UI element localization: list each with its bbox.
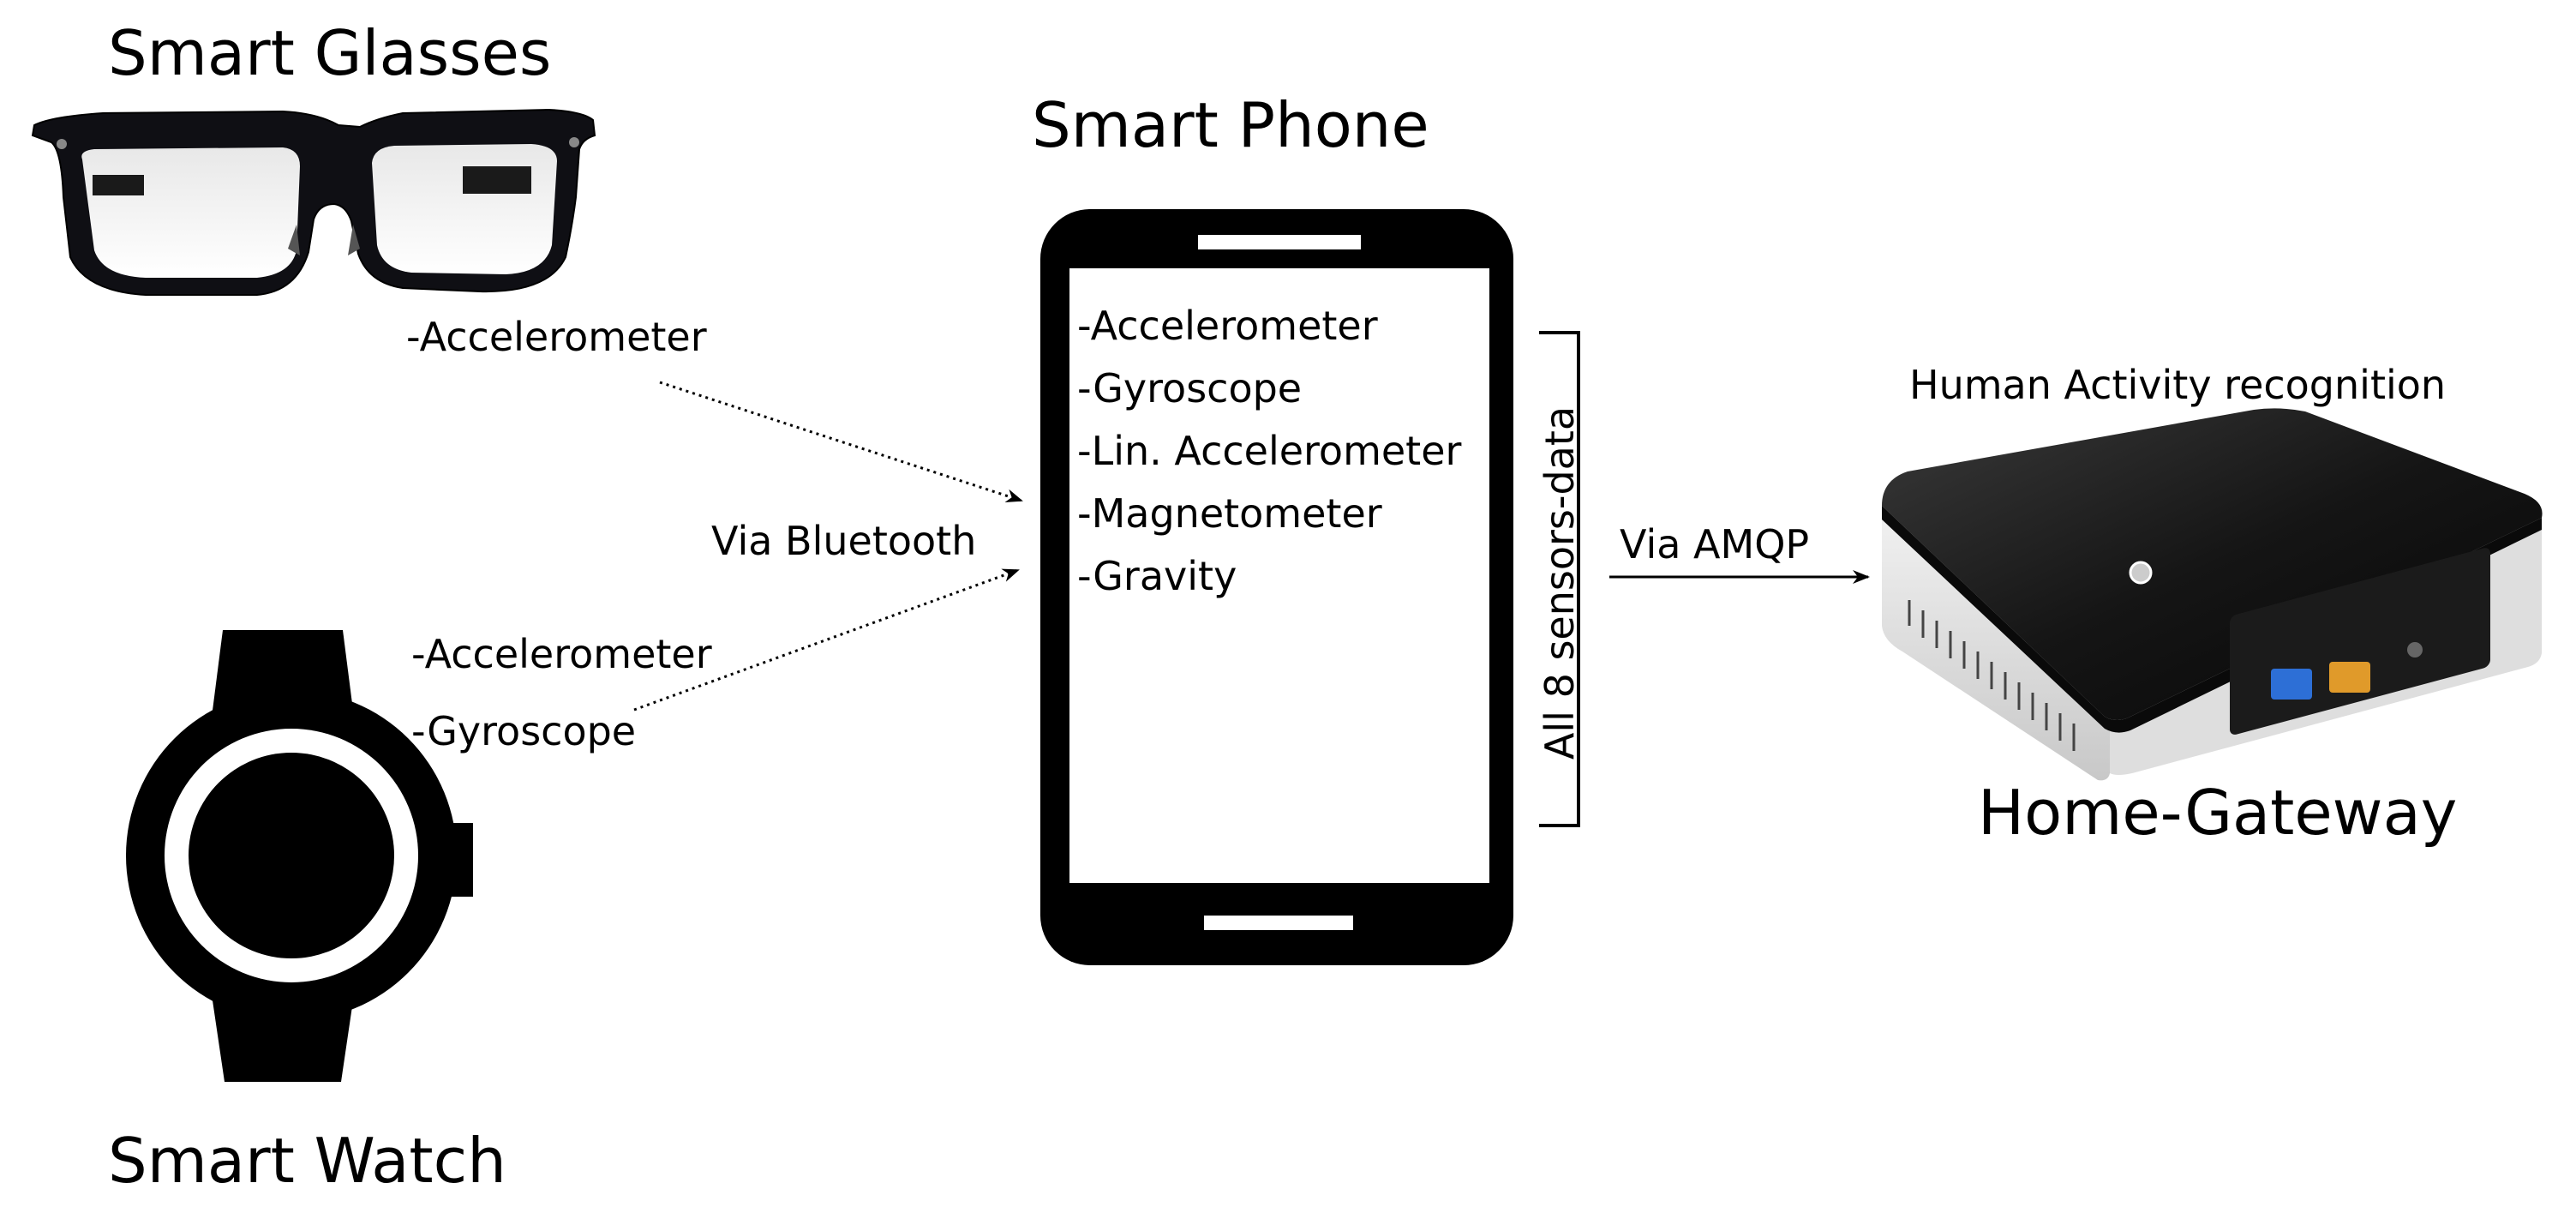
glasses-sensor-label: -Accelerometer xyxy=(406,314,707,360)
list-item: -Lin. Accelerometer xyxy=(1077,428,1462,474)
glasses-to-phone-arrow xyxy=(659,381,1023,503)
home-gateway-title: Home-Gateway xyxy=(1978,777,2458,849)
smart-phone-icon xyxy=(1040,209,1513,965)
watch-sensor-gyroscope: -Gyroscope xyxy=(411,708,637,754)
list-item: -Gravity xyxy=(1077,553,1237,599)
smart-glasses-icon xyxy=(31,108,596,296)
smart-glasses-title: Smart Glasses xyxy=(108,17,552,89)
all-sensors-data-label: All 8 sensors-data xyxy=(1537,405,1583,760)
via-amqp-label: Via AMQP xyxy=(1620,521,1810,567)
smart-watch-title: Smart Watch xyxy=(108,1125,506,1197)
sensor-bracket xyxy=(1539,331,1580,827)
watch-sensor-accelerometer: -Accelerometer xyxy=(411,631,712,677)
via-bluetooth-label: Via Bluetooth xyxy=(711,518,977,564)
smart-watch-icon xyxy=(126,630,473,1082)
smart-phone-title: Smart Phone xyxy=(1032,89,1429,161)
list-item: -Accelerometer xyxy=(1077,303,1378,349)
home-gateway-icon xyxy=(1882,408,2543,781)
phone-sensor-list: -Accelerometer -Gyroscope -Lin. Accelero… xyxy=(1077,295,1461,608)
list-item: -Gyroscope xyxy=(1077,365,1303,411)
human-activity-recognition-label: Human Activity recognition xyxy=(1909,362,2447,408)
list-item: -Magnetometer xyxy=(1077,490,1382,537)
